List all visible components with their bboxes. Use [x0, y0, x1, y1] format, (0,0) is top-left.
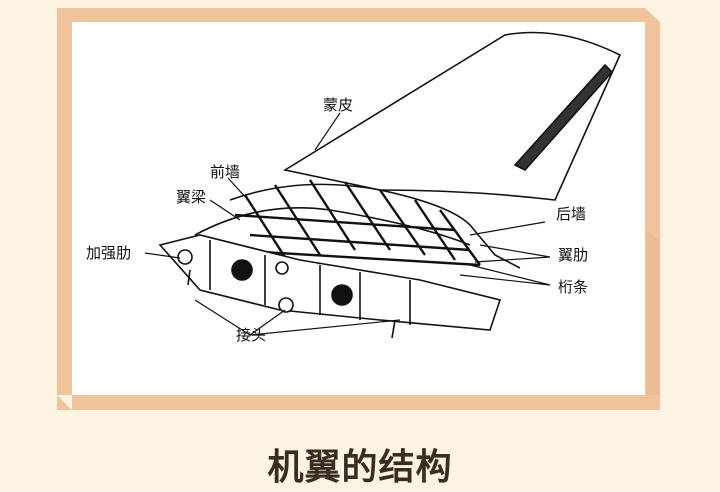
label-rear-wall: 后墙: [556, 205, 587, 223]
label-stringer: 桁条: [558, 278, 589, 296]
label-skin: 蒙皮: [323, 96, 354, 114]
caption-title: 机翼的结构: [267, 447, 453, 488]
label-front-wall: 前墙: [210, 163, 241, 181]
label-spar: 翼梁: [176, 188, 207, 206]
label-joint: 接头: [236, 326, 267, 344]
label-reinforcing-rib: 加强肋: [86, 244, 132, 262]
label-rib: 翼肋: [558, 246, 589, 264]
